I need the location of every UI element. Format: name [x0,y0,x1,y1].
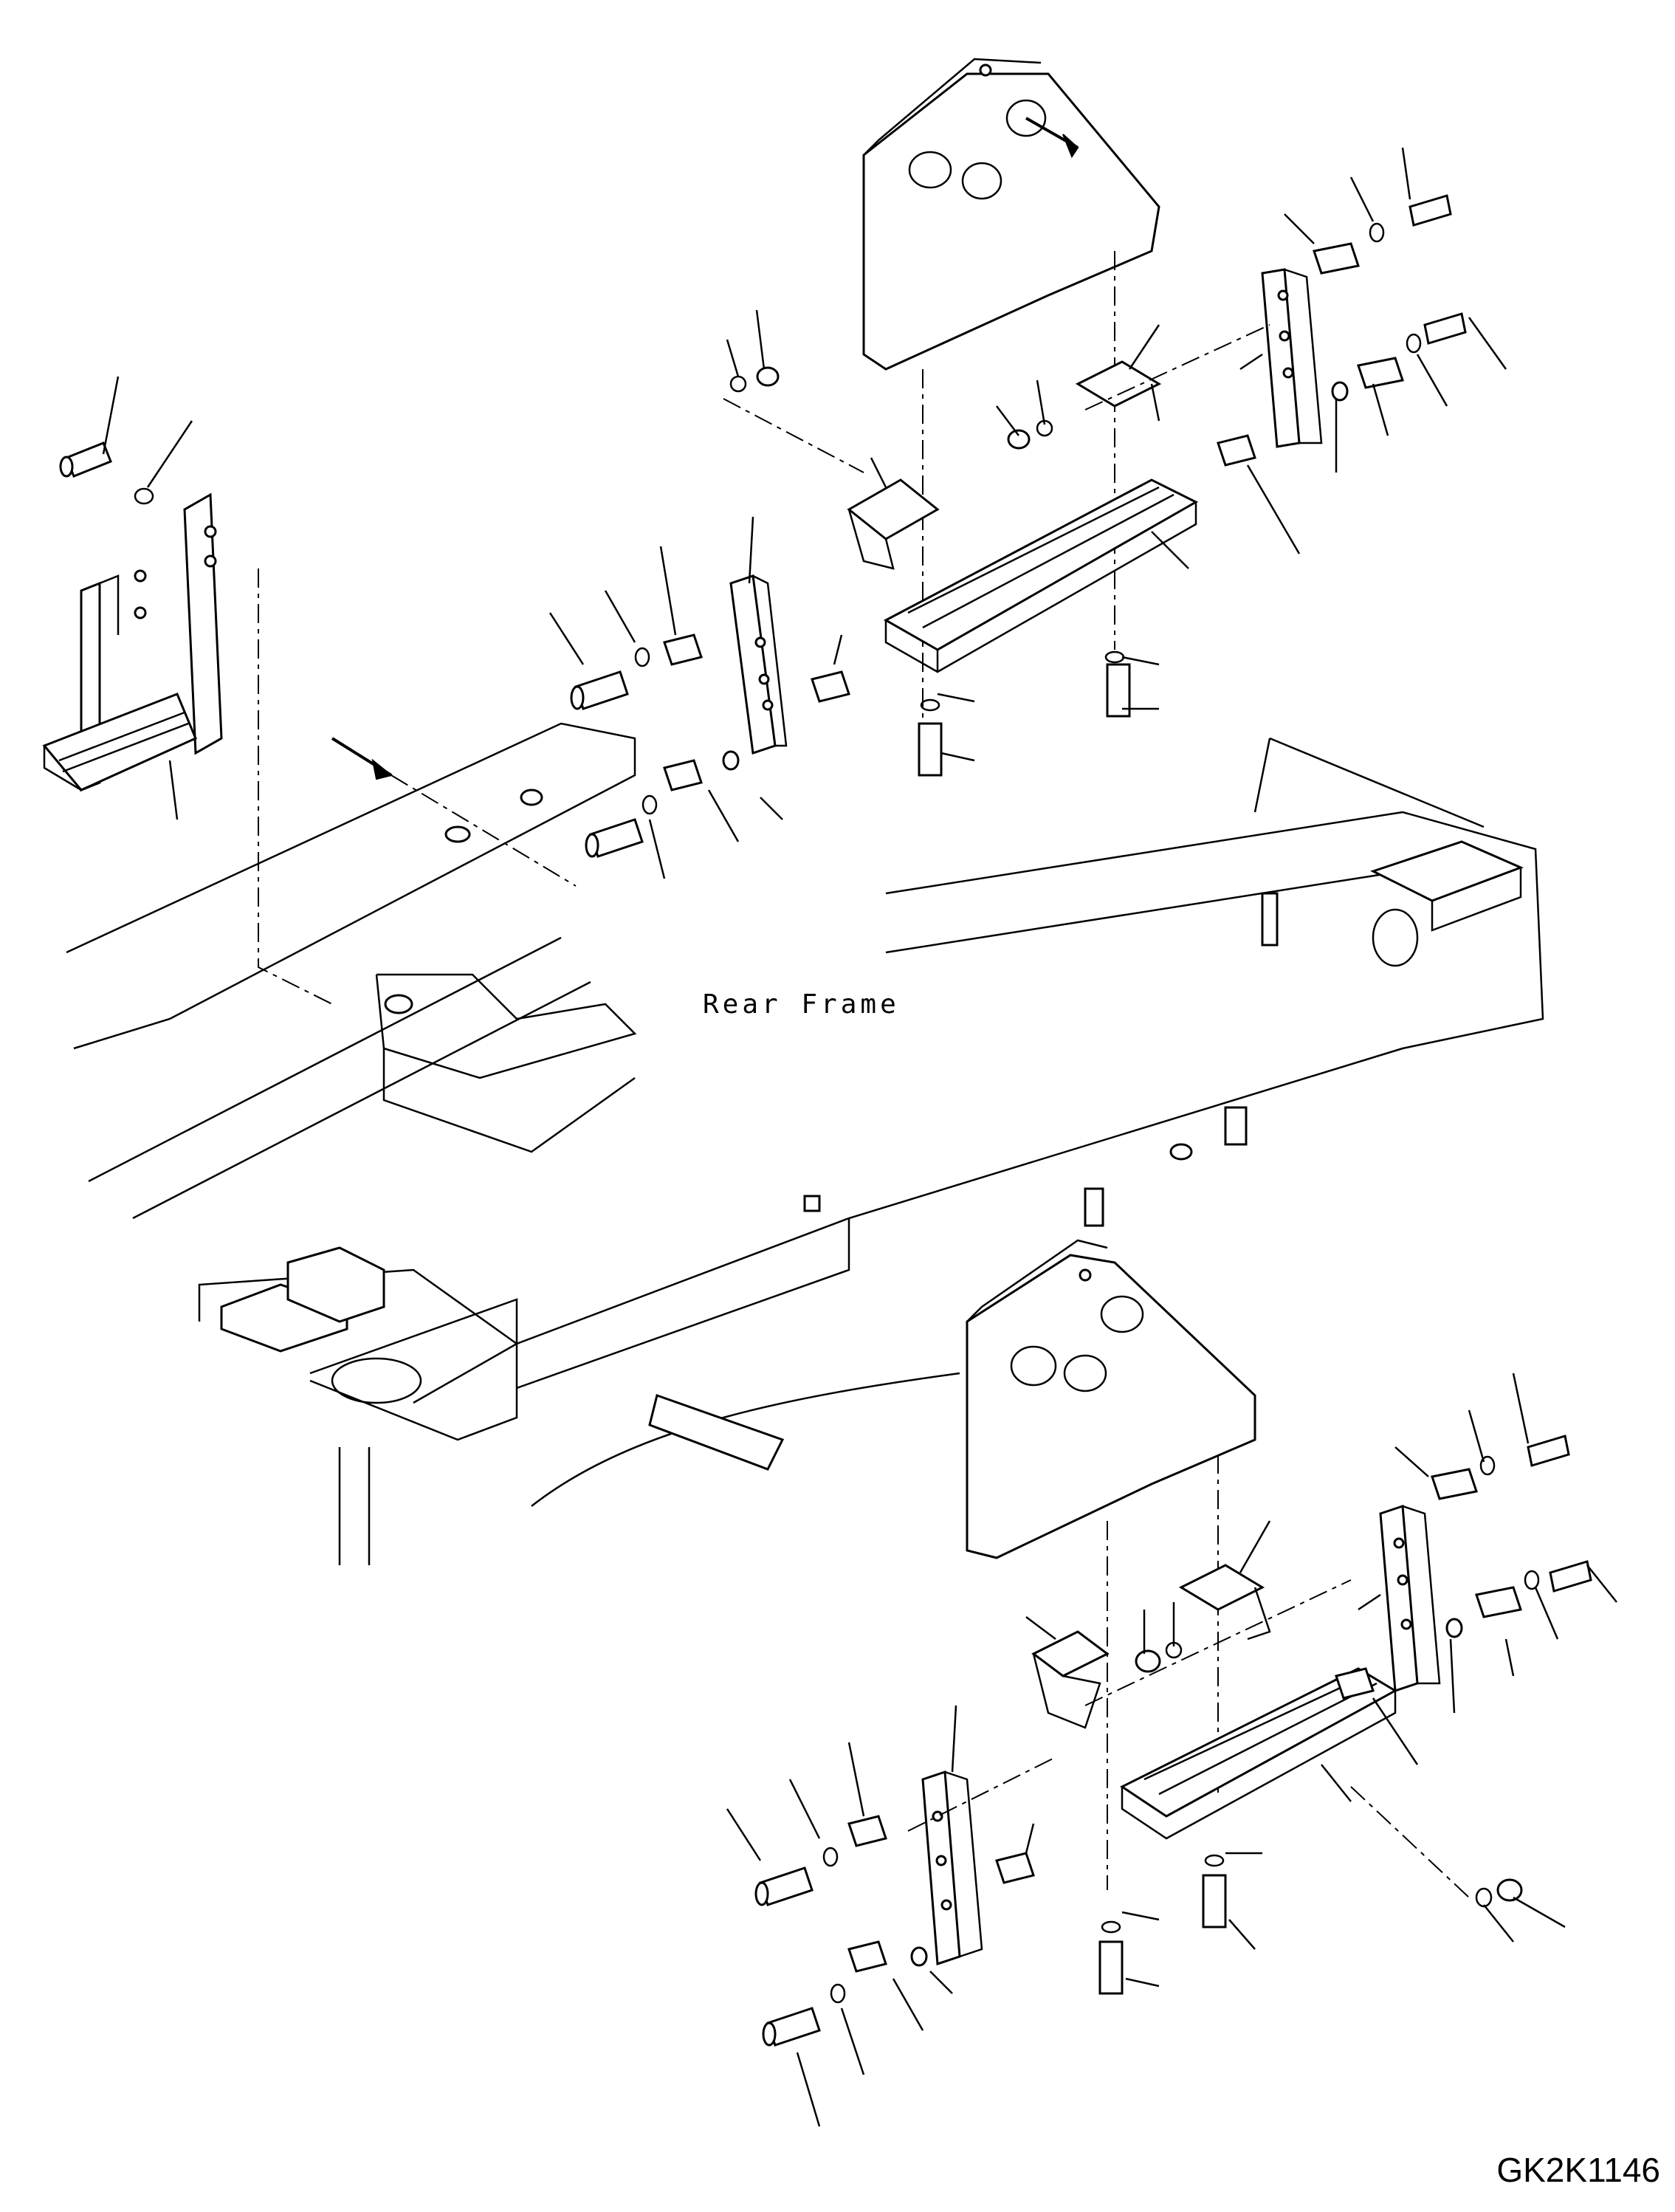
upper-right-side-plate [1239,268,1323,448]
upper-shim-plates [663,242,1404,791]
lower-brackets [1025,1520,1352,1729]
upper-step-tread [883,478,1199,673]
rear-frame-label: Rear Frame [703,989,900,1020]
left-ladder-step-assembly [42,376,333,1005]
rear-frame [66,722,1544,1565]
upper-bolts [570,194,1467,858]
lower-washers-nuts [822,1455,1540,2004]
upper-left-side-plate [729,516,788,755]
lower-right-side-plate [1358,1504,1441,1693]
upper-washers-nuts [634,222,1422,815]
lower-cover-plate [966,1239,1256,1890]
install-arrow [331,737,577,887]
lower-left-side-plate [921,1705,983,1966]
lower-shim-plates [847,1468,1522,1973]
upper-leader-lines [548,147,1507,879]
lower-leader-lines [726,1373,1617,2127]
upper-cover-plate [862,58,1160,738]
upper-brackets [847,324,1162,570]
lower-bolts [754,1435,1592,2047]
drawing-code-label: GK2K1146 [1496,2151,1660,2189]
